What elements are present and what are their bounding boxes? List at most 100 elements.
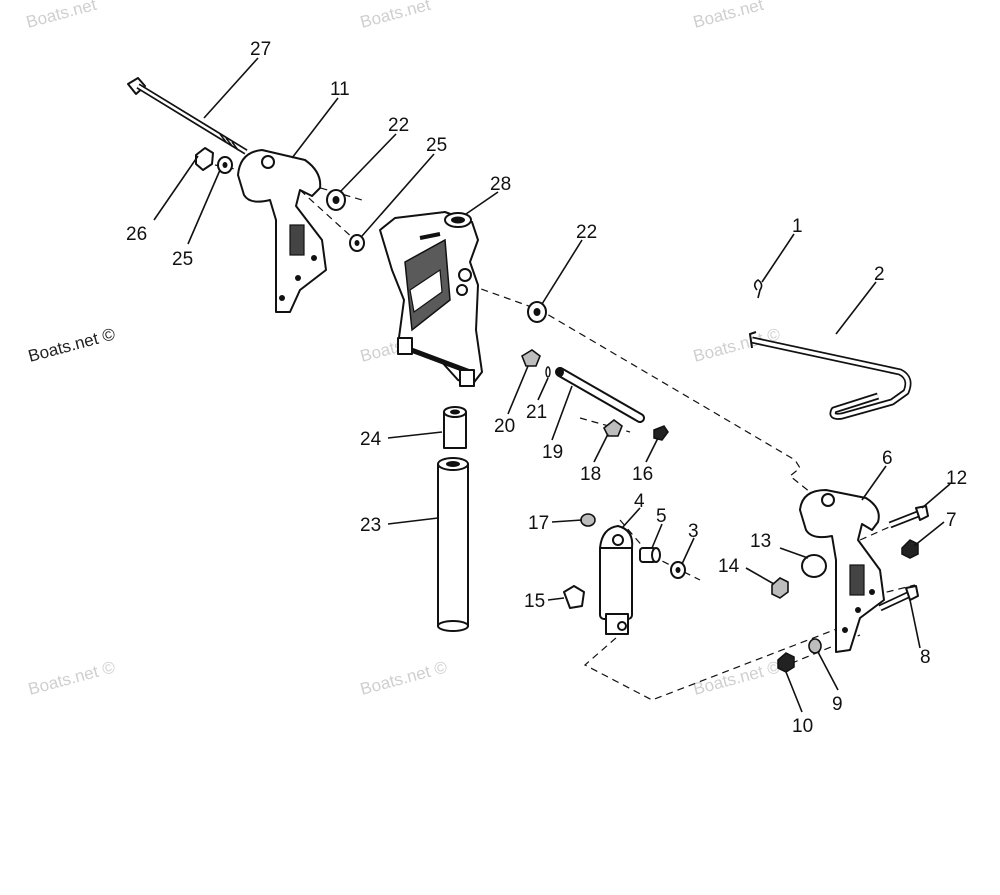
watermark-top-right: Boats.net <box>691 0 766 32</box>
leader-10 <box>785 671 803 713</box>
callout-13: 13 <box>750 531 771 552</box>
part-19-tilt-shaft <box>555 367 645 423</box>
callout-4: 4 <box>634 491 645 512</box>
leader-17 <box>551 519 583 523</box>
leader-26 <box>153 155 199 221</box>
leader-22b <box>541 239 583 305</box>
part-1-clip <box>753 279 763 299</box>
leader-11 <box>291 97 339 159</box>
callout-6: 6 <box>882 448 893 469</box>
part-2-tilt-rod <box>748 331 912 420</box>
part-23-tube <box>437 457 469 632</box>
callout-11: 11 <box>330 79 350 100</box>
part-12-bolt <box>888 505 929 529</box>
leader-6 <box>861 465 887 501</box>
leader-lines <box>153 57 951 713</box>
watermark-mid-left: Boats.net © <box>26 324 117 366</box>
dash-pin-fitting <box>579 417 631 433</box>
leader-27 <box>203 57 259 119</box>
dash-washer-stack <box>299 189 356 241</box>
part-17-fitting <box>580 513 596 527</box>
leader-7 <box>913 521 945 547</box>
leader-16 <box>645 437 659 463</box>
part-15-fitting <box>563 585 585 609</box>
part-4-shock-absorber <box>599 525 634 635</box>
leader-28 <box>465 191 499 215</box>
callout-28: 28 <box>490 174 511 195</box>
part-22-washer-right <box>527 301 547 323</box>
part-13-plate-washer <box>801 554 827 578</box>
watermark-bottom-left: Boats.net © <box>26 657 117 699</box>
leader-18 <box>593 433 609 463</box>
dash-shock-bottom <box>583 619 861 701</box>
bolt-head <box>127 77 146 95</box>
callout-25-center: 25 <box>426 135 447 156</box>
callout-labels: 27 11 22 25 28 26 25 22 1 2 20 21 19 18 … <box>126 39 967 737</box>
callout-12: 12 <box>946 468 967 489</box>
part-21-pin <box>545 366 551 378</box>
callout-17: 17 <box>528 513 549 534</box>
leader-15 <box>547 597 565 601</box>
callout-10: 10 <box>792 716 813 737</box>
leader-9 <box>817 651 839 691</box>
part-22-washer-upper <box>326 189 346 211</box>
leader-23 <box>387 517 439 525</box>
callout-7: 7 <box>946 510 957 531</box>
watermark-bottom-right: Boats.net © <box>691 657 782 699</box>
leader-13 <box>779 547 809 559</box>
leader-24 <box>387 431 443 439</box>
callout-15: 15 <box>524 591 545 612</box>
watermark-bottom-center: Boats.net © <box>358 657 449 699</box>
leader-4 <box>621 507 641 529</box>
part-9-washer <box>808 638 822 654</box>
part-7-nut <box>901 539 919 559</box>
callout-2: 2 <box>874 264 885 285</box>
leader-20 <box>507 365 529 415</box>
leader-5 <box>651 523 663 549</box>
watermark-top-left: Boats.net <box>24 0 99 32</box>
leader-12 <box>921 483 951 509</box>
callout-18: 18 <box>580 464 601 485</box>
callout-5: 5 <box>656 506 667 527</box>
part-25-lock-washer-left <box>217 156 233 174</box>
callout-9: 9 <box>832 694 843 715</box>
callout-27: 27 <box>250 39 271 60</box>
callout-20: 20 <box>494 416 515 437</box>
part-27-long-bolt <box>127 77 248 155</box>
callout-24: 24 <box>360 429 382 450</box>
part-24-bushing <box>443 406 467 449</box>
part-18-fitting <box>602 418 623 437</box>
part-8-bolt <box>878 585 919 612</box>
leader-2 <box>835 281 877 335</box>
part-16-cap <box>653 425 669 441</box>
leader-14 <box>745 567 775 585</box>
callout-22-right: 22 <box>576 222 597 243</box>
leader-25a <box>187 169 221 245</box>
watermark-top-center: Boats.net <box>358 0 433 32</box>
leader-1 <box>761 233 795 283</box>
part-5-spacer <box>639 547 661 563</box>
part-28-swivel-bracket <box>379 211 483 387</box>
callout-3: 3 <box>688 521 699 542</box>
leader-3 <box>681 537 695 565</box>
callout-19: 19 <box>542 442 563 463</box>
callout-8: 8 <box>920 647 931 668</box>
part-10-nut <box>777 652 795 673</box>
leader-19 <box>551 385 573 441</box>
dash-pivot-to-right-bracket <box>469 284 811 493</box>
part-20-grease-fitting <box>521 349 541 367</box>
leader-25b <box>361 153 435 237</box>
part-11-left-clamp-bracket <box>237 149 327 313</box>
part-25-lock-washer-center <box>349 234 365 252</box>
dash-shock-top <box>619 519 701 581</box>
callout-1: 1 <box>792 216 803 237</box>
callout-16: 16 <box>632 464 653 485</box>
callout-14: 14 <box>718 556 740 577</box>
bolt-thread <box>219 133 239 151</box>
leader-21 <box>537 377 549 401</box>
leader-8 <box>909 599 921 649</box>
part-3-washer <box>670 561 686 579</box>
callout-21: 21 <box>526 402 547 423</box>
